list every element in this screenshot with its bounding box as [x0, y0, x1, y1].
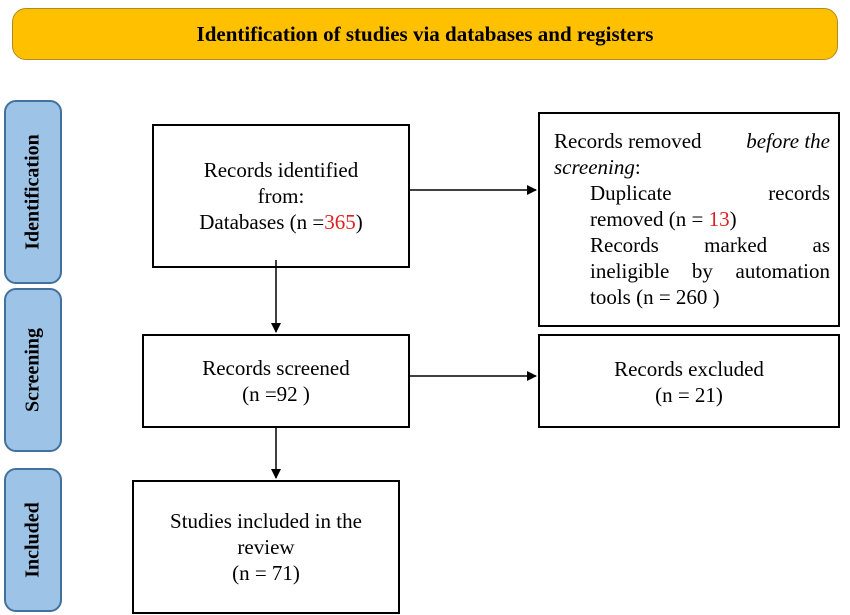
removed-title-d: :: [634, 155, 641, 179]
screened-line-1: Records screened: [202, 356, 350, 380]
included-line-3: (n = 71): [232, 561, 300, 585]
banner-title: Identification of studies via databases …: [196, 21, 654, 46]
dup-a: Duplicate: [590, 181, 672, 205]
excluded-line-1: Records excluded: [614, 357, 764, 381]
records-identified-box: Records identified from: Databases (n =3…: [152, 124, 410, 268]
inel-line-1: Records marked as: [590, 232, 830, 258]
inel-c: as: [812, 233, 831, 257]
inel-d3: automation: [735, 259, 830, 283]
identified-line-1: Records identified: [203, 158, 359, 182]
removed-title-a: Records removed: [554, 129, 702, 153]
inel-d1: ineligible: [590, 259, 670, 283]
stage-label-screening: Screening: [21, 327, 44, 413]
included-line-1: Studies included in the: [170, 509, 362, 533]
identified-line-2: from:: [257, 184, 305, 208]
dup-count: 13: [708, 207, 730, 231]
inel-a: Records: [590, 233, 659, 257]
inel-line-3: tools (n = 260 ): [590, 285, 720, 309]
stage-label-identification: Identification: [21, 134, 44, 250]
dup-line-2: removed (n = 13): [590, 206, 830, 232]
included-line-2: review: [237, 535, 295, 559]
studies-included-box: Studies included in the review (n = 71): [132, 480, 400, 614]
screened-line-2: (n =92 ): [242, 382, 310, 406]
stage-screening: Screening: [4, 288, 62, 452]
inel-line-2: ineligible by automation: [590, 258, 830, 284]
stage-identification: Identification: [4, 100, 62, 284]
dup-suffix: ): [729, 207, 737, 231]
header-banner: Identification of studies via databases …: [12, 8, 838, 60]
identified-line-3: Databases (n =365): [199, 209, 362, 235]
stage-label-included: Included: [21, 502, 44, 578]
removed-ineligible: Records marked as ineligible by automati…: [554, 232, 830, 310]
inel-d2: by: [691, 259, 713, 283]
dup-prefix: removed (n =: [590, 207, 709, 231]
identified-prefix: Databases (n =: [199, 210, 325, 234]
identified-count: 365: [324, 210, 356, 234]
records-removed-box: Records removed before the screening: Du…: [538, 112, 840, 327]
removed-title-b: before the: [746, 129, 830, 153]
removed-title: Records removed before the screening:: [554, 128, 830, 180]
removed-title-c: screening: [554, 155, 635, 179]
excluded-line-2: (n = 21): [655, 383, 723, 407]
removed-duplicates: Duplicate records removed (n = 13): [554, 180, 830, 232]
dup-line-1: Duplicate records: [590, 180, 830, 206]
records-screened-box: Records screened (n =92 ): [142, 334, 410, 428]
stage-included: Included: [4, 468, 62, 612]
dup-b: records: [768, 181, 830, 205]
identified-suffix: ): [355, 210, 363, 234]
removed-title-line-2: screening:: [554, 154, 830, 180]
removed-title-line-1: Records removed before the: [554, 128, 830, 154]
records-excluded-box: Records excluded (n = 21): [538, 334, 840, 428]
inel-b: marked: [704, 233, 768, 257]
